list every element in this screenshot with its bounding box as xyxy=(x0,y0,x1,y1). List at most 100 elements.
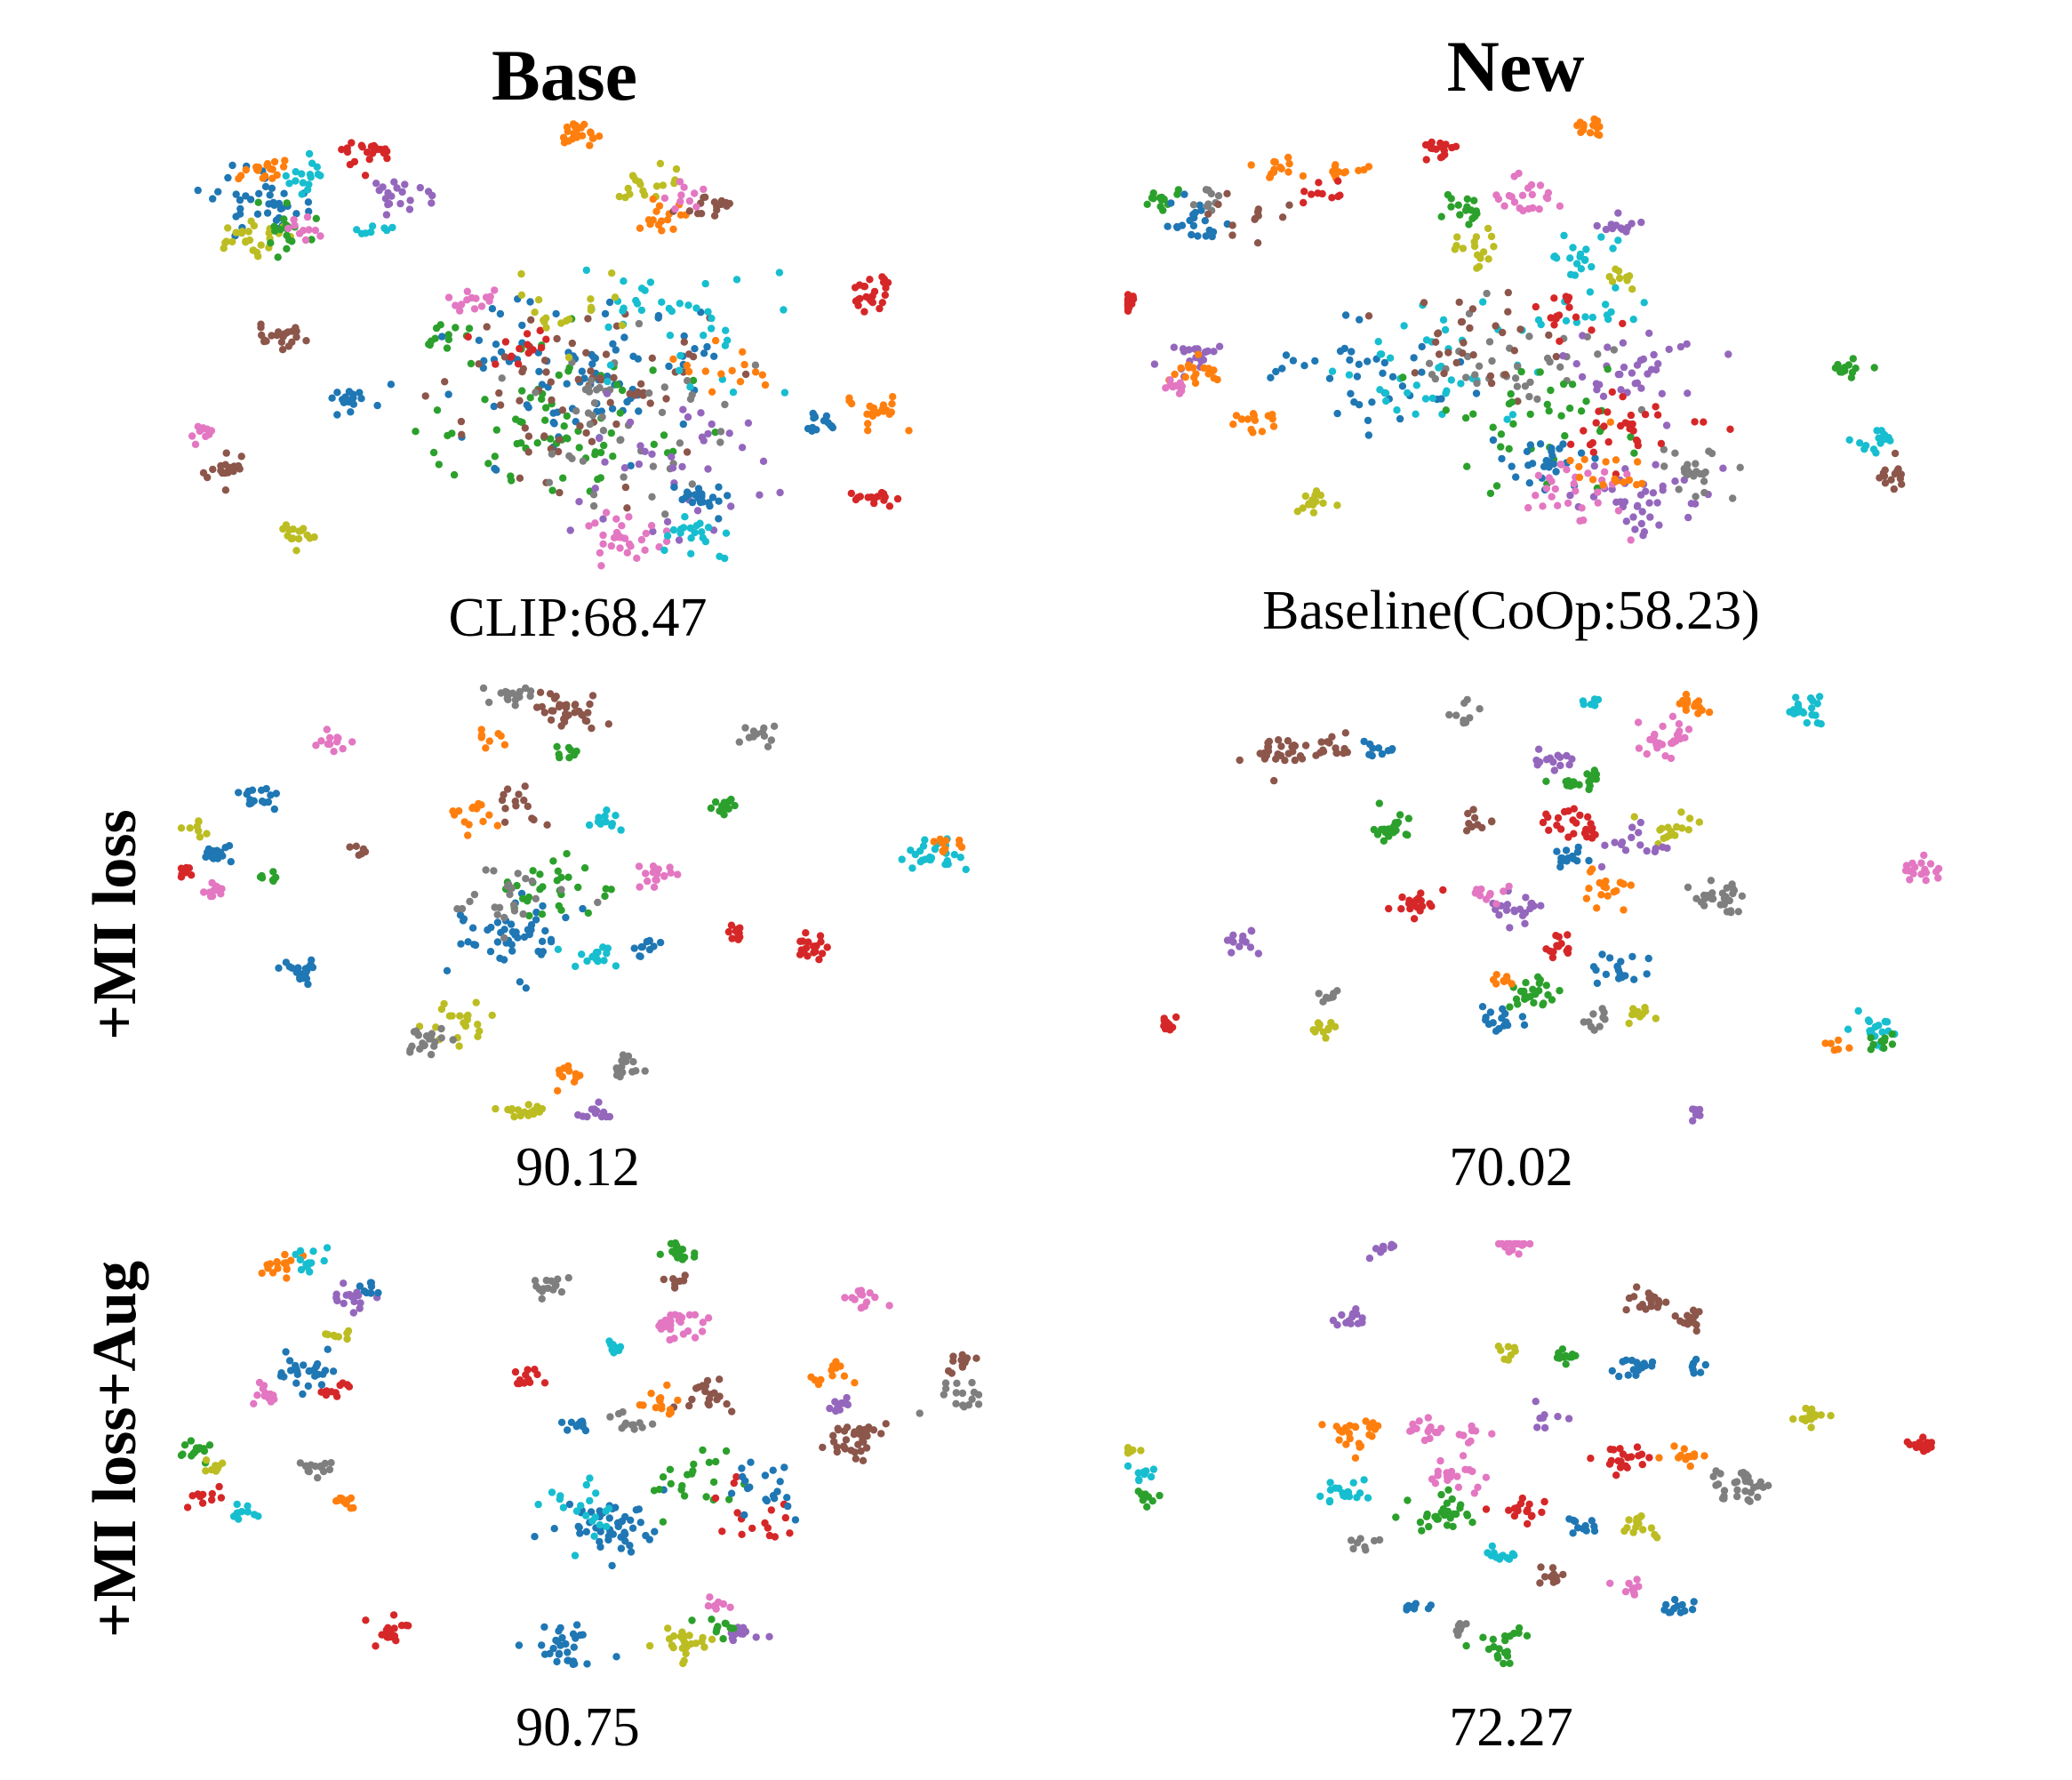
scatter-point xyxy=(1194,350,1203,358)
scatter-point xyxy=(1349,1544,1357,1553)
scatter-point xyxy=(1479,298,1487,306)
scatter-point xyxy=(1530,998,1538,1007)
scatter-point xyxy=(685,1311,694,1319)
scatter-point xyxy=(555,702,564,711)
scatter-point xyxy=(628,1068,636,1076)
scatter-point xyxy=(490,867,498,875)
scatter-point xyxy=(1311,1028,1319,1036)
scatter-point xyxy=(1619,1450,1628,1458)
scatter-point xyxy=(1334,177,1342,185)
scatter-point xyxy=(1317,738,1325,746)
scatter-point xyxy=(1459,245,1468,253)
scatter-point xyxy=(406,1048,414,1056)
scatter-point xyxy=(421,392,429,400)
cluster-green xyxy=(1143,186,1182,214)
scatter-point xyxy=(317,1388,325,1396)
scatter-point xyxy=(667,1311,675,1319)
scatter-point xyxy=(1620,906,1628,914)
scatter-point xyxy=(1398,893,1406,902)
scatter-point xyxy=(1548,1564,1557,1572)
scatter-point xyxy=(1472,233,1481,241)
cluster-olive xyxy=(1494,1343,1519,1364)
cluster-brown xyxy=(944,1351,980,1377)
scatter-point xyxy=(1575,462,1583,471)
scatter-point xyxy=(425,341,433,349)
scatter-point xyxy=(1508,193,1516,201)
scatter-point xyxy=(320,1256,328,1265)
scatter-point xyxy=(247,799,255,807)
scatter-point xyxy=(684,1471,692,1479)
scatter-point xyxy=(1612,456,1620,464)
scatter-point xyxy=(263,161,271,170)
scatter-point xyxy=(1246,943,1255,951)
scatter-point xyxy=(1845,1044,1853,1052)
cluster-orange xyxy=(1489,971,1516,988)
scatter-point xyxy=(1487,232,1496,241)
scatter-point xyxy=(1869,445,1878,453)
scatter-point xyxy=(599,540,607,548)
scatter-point xyxy=(649,195,657,204)
scatter-point xyxy=(1404,831,1412,839)
scatter-point xyxy=(1526,441,1534,449)
scatter-point xyxy=(1566,492,1574,500)
scatter-point xyxy=(848,1294,856,1302)
scatter-point xyxy=(678,462,686,471)
scatter-point xyxy=(208,889,216,898)
scatter-point xyxy=(1629,1528,1637,1536)
cluster-green xyxy=(1392,1486,1476,1535)
scatter-point xyxy=(1460,1431,1468,1439)
cluster-purple xyxy=(826,1393,852,1415)
cluster-blue xyxy=(1360,737,1396,760)
scatter-point xyxy=(1356,316,1364,324)
scatter-point xyxy=(514,1379,522,1388)
scatter-point xyxy=(512,415,520,423)
scatter-point xyxy=(770,1495,779,1503)
scatter-point xyxy=(1362,1417,1370,1425)
cluster-orange xyxy=(636,195,690,235)
scatter-point xyxy=(652,182,661,190)
scatter-point xyxy=(1452,1510,1460,1519)
scatter-point xyxy=(1692,894,1700,902)
scatter-point xyxy=(618,321,627,330)
scatter-point xyxy=(443,344,452,352)
scatter-point xyxy=(1277,742,1285,750)
scatter-point xyxy=(1229,938,1237,946)
scatter-point xyxy=(1341,311,1350,319)
scatter-point xyxy=(1461,1465,1469,1473)
scatter-point xyxy=(859,1436,867,1444)
scatter-point xyxy=(1428,144,1437,153)
scatter-point xyxy=(425,1035,434,1043)
scatter-point xyxy=(836,1362,844,1370)
scatter-point xyxy=(612,812,620,820)
scatter-point xyxy=(1291,756,1299,765)
cluster-pink xyxy=(188,422,216,448)
scatter-point xyxy=(1687,500,1695,508)
scatter-point xyxy=(1644,954,1652,963)
scatter-point xyxy=(1469,351,1477,359)
scatter-point xyxy=(1580,516,1588,525)
scatter-point xyxy=(1690,472,1698,480)
scatter-point xyxy=(1598,950,1606,958)
scatter-point xyxy=(949,1352,957,1360)
scatter-point xyxy=(724,927,733,936)
scatter-point xyxy=(349,1503,357,1512)
cluster-red xyxy=(1542,931,1572,962)
scatter-point xyxy=(437,1024,445,1033)
scatter-point xyxy=(1518,191,1527,199)
scatter-point xyxy=(533,1370,541,1379)
scatter-point xyxy=(1409,1420,1417,1428)
scatter-point xyxy=(500,790,508,798)
scatter-point xyxy=(1891,449,1900,458)
scatter-point xyxy=(1486,1008,1495,1016)
cluster-green xyxy=(656,1239,699,1263)
scatter-point xyxy=(780,389,789,397)
scatter-point xyxy=(764,742,772,750)
scatter-point xyxy=(1346,356,1354,365)
cluster-purple xyxy=(1689,1105,1704,1125)
scatter-point xyxy=(1627,1453,1636,1461)
scatter-point xyxy=(1692,493,1700,501)
cluster-olive xyxy=(1625,1004,1660,1028)
scatter-point xyxy=(280,189,288,197)
scatter-point xyxy=(1700,477,1708,485)
scatter-point xyxy=(296,1459,305,1467)
